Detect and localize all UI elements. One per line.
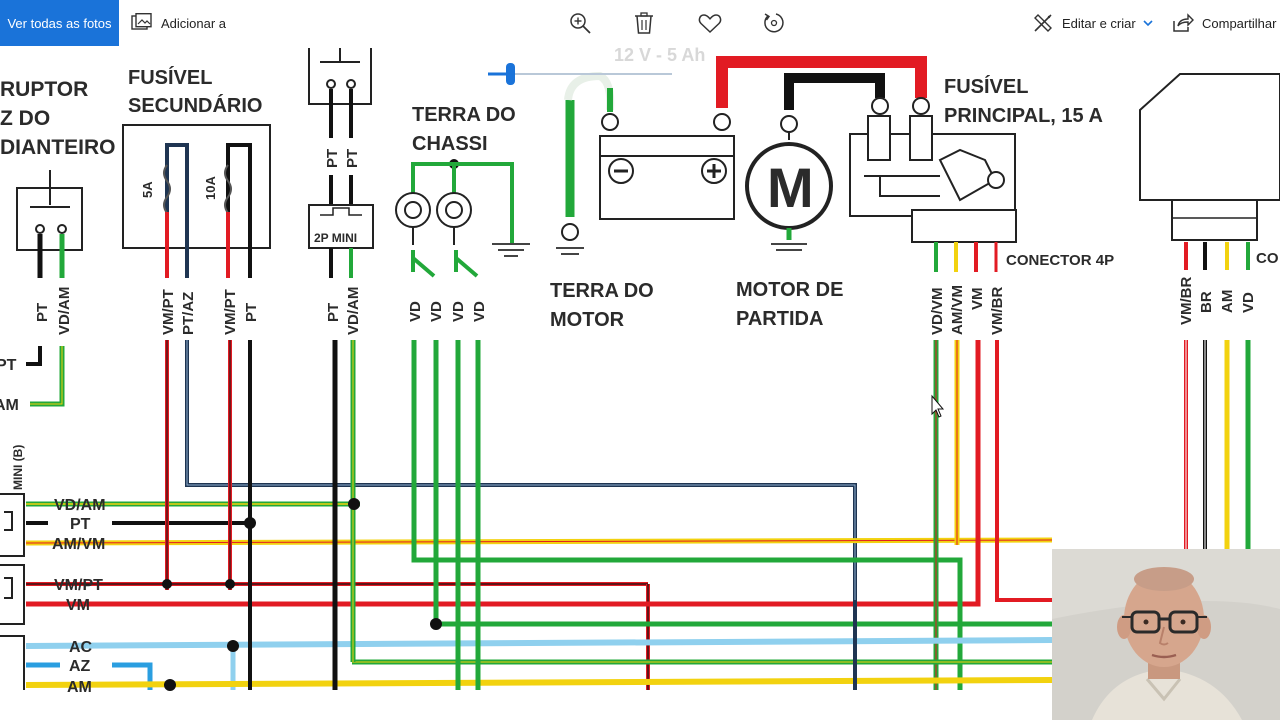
- wire-label: VD: [407, 301, 424, 322]
- webcam-overlay: [1052, 549, 1280, 720]
- conector-4p-label: CONECTOR 4P: [1006, 252, 1114, 269]
- zoom-in-icon: [569, 12, 591, 34]
- motor-partida-label-1: MOTOR DE: [736, 279, 843, 301]
- edit-create-label: Editar e criar: [1062, 15, 1136, 31]
- fusivel-secundario-label-2: SECUNDÁRIO: [128, 94, 262, 117]
- conector-cut-label: CO: [1256, 250, 1279, 267]
- wire-label: BR: [1198, 291, 1215, 313]
- edit-create-button[interactable]: Editar e criar: [1032, 0, 1153, 46]
- mini-2p-connector: [308, 48, 374, 278]
- secondary-fuse-box: [122, 124, 271, 278]
- interruptor-label-2: Z DO: [0, 107, 50, 130]
- wire-label: VD: [428, 301, 445, 322]
- mini-2p-label: 2P MINI: [314, 231, 357, 245]
- wire-label: PT/AZ: [180, 292, 197, 335]
- bus-label: AM: [67, 679, 92, 696]
- battery-rating-label: 12 V - 5 Ah: [614, 45, 705, 65]
- wire-label: VD/AM: [56, 287, 73, 335]
- bus-label: AM/VM: [52, 536, 105, 553]
- wire-label: VM/BR: [1178, 277, 1195, 326]
- view-all-photos-button[interactable]: Ver todas as fotos: [0, 0, 119, 46]
- trash-icon: [634, 12, 654, 34]
- wire-label: VM/PT: [222, 289, 239, 335]
- mouse-cursor: [931, 394, 945, 418]
- wire-label: VD/AM: [345, 287, 362, 335]
- chassis-ground: [395, 162, 530, 278]
- motor-partida-label-2: PARTIDA: [736, 308, 823, 330]
- bus-label: AZ: [69, 658, 91, 675]
- edit-create-icon: [1032, 12, 1054, 34]
- bus-labels: VD/AM PT AM/VM VM/PT VM AC AZ AM PT AM: [0, 357, 106, 696]
- terra-motor-label-1: TERRA DO: [550, 280, 654, 302]
- zoom-in-button[interactable]: [569, 0, 591, 46]
- wire-labels: PT VD/AM VM/PT PT/AZ VM/PT PT PT PT PT V…: [11, 149, 1257, 490]
- junction-dots: [162, 159, 459, 691]
- vertical-wires: [165, 340, 1251, 690]
- photos-toolbar: Ver todas as fotos Adicionar a Editar e …: [0, 0, 1280, 46]
- delete-button[interactable]: [634, 0, 654, 46]
- presenter-video: [1052, 549, 1280, 720]
- wire-label: PT: [34, 303, 51, 322]
- wire-label: AM/VM: [949, 285, 966, 335]
- view-all-photos-label: Ver todas as fotos: [7, 15, 112, 31]
- interruptor-component: [16, 170, 83, 278]
- left-pt-label: PT: [0, 357, 17, 374]
- fusivel-secundario-label-1: FUSÍVEL: [128, 66, 212, 89]
- left-am-label: AM: [0, 397, 19, 414]
- wire-label: VD: [471, 301, 488, 322]
- rotate-button[interactable]: [762, 0, 786, 46]
- bus-label: VM/PT: [54, 577, 103, 594]
- left-connectors: [0, 493, 25, 690]
- add-to-icon: [131, 13, 153, 33]
- wire-label: PT: [243, 303, 260, 322]
- wire-label: VD: [450, 301, 467, 322]
- wire-label: AM: [1219, 290, 1236, 313]
- rotate-icon: [762, 11, 786, 35]
- bus-label: VM: [66, 597, 90, 614]
- battery: [488, 56, 927, 255]
- terra-motor-label-2: MOTOR: [550, 309, 625, 331]
- wire-label: VM/BR: [989, 287, 1006, 336]
- fuse-5a-label: 5A: [140, 181, 155, 198]
- wire-label: VD: [1240, 292, 1257, 313]
- motor-symbol: M: [767, 156, 814, 219]
- wire-label: VD/VM: [929, 287, 946, 335]
- right-component: [1139, 73, 1280, 270]
- wire-label: VM: [969, 288, 986, 311]
- wire-label: PT: [344, 149, 361, 168]
- fusivel-principal-label-2: PRINCIPAL, 15 A: [944, 105, 1103, 127]
- interruptor-label-1: RUPTOR: [0, 78, 88, 101]
- add-to-button[interactable]: Adicionar a: [131, 0, 226, 46]
- add-to-label: Adicionar a: [161, 15, 227, 31]
- terra-chassi-label-2: CHASSI: [412, 133, 488, 155]
- fusivel-principal-label-1: FUSÍVEL: [944, 75, 1028, 98]
- main-fuse-relay: [849, 97, 1017, 272]
- share-button[interactable]: Compartilhar: [1172, 0, 1276, 46]
- heart-icon: [698, 13, 722, 34]
- wire-label: PT: [324, 149, 341, 168]
- fuse-10a-label: 10A: [203, 176, 218, 200]
- mini-b-label: MINI (B): [11, 445, 25, 490]
- favorite-button[interactable]: [698, 0, 722, 46]
- bus-label: AC: [69, 639, 93, 656]
- bus-label: PT: [70, 516, 91, 533]
- share-label: Compartilhar: [1202, 15, 1277, 31]
- share-icon: [1172, 13, 1194, 33]
- chevron-down-icon: [1143, 19, 1153, 27]
- interruptor-label-3: DIANTEIRO: [0, 136, 116, 159]
- starter-motor: [745, 115, 833, 251]
- terra-chassi-label-1: TERRA DO: [412, 104, 516, 126]
- wire-label: PT: [325, 303, 342, 322]
- bus-label: VD/AM: [54, 497, 106, 514]
- wire-label: VM/PT: [160, 289, 177, 335]
